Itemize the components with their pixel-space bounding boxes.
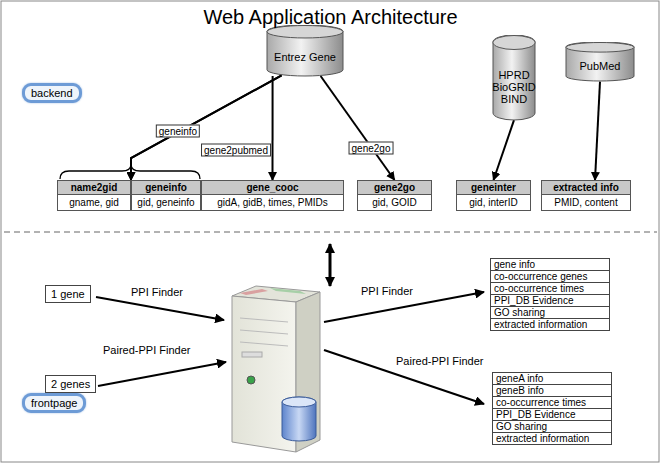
connector-arrow (131, 75, 282, 180)
cylinder-body (566, 42, 634, 81)
edge-label: gene2go (349, 142, 394, 155)
table-box: gene_coocgidA, gidB, times, PMIDs (201, 180, 344, 211)
database-name: PubMed (565, 60, 635, 72)
server-slot (240, 330, 288, 334)
result-field: co-occurrence genes (491, 271, 609, 283)
server-icon (232, 286, 320, 452)
result-field: gene info (491, 259, 609, 271)
flow-label: PPI Finder (130, 286, 184, 298)
connector-arrow (494, 120, 515, 180)
result-field: co-occurrence times (491, 283, 609, 295)
cylinder-top (566, 43, 634, 53)
database-cylinder: Entrez Gene (266, 25, 344, 77)
result-field: PPI_DB Evidence (493, 409, 611, 421)
section-tag: backend (22, 83, 82, 103)
database-name: HPRD BioGRID BIND (492, 69, 535, 105)
table-fields: gname, gid (58, 195, 130, 210)
server-led (247, 376, 255, 384)
section-tag: frontpage (22, 393, 86, 413)
diagram-title: Web Application Architecture (0, 6, 661, 29)
cylinder-top (493, 36, 535, 50)
result-list: gene infoco-occurrence genesco-occurrenc… (490, 258, 610, 331)
result-field: co-occurrence times (493, 397, 611, 409)
input-label: 2 genes (51, 378, 90, 390)
flow-arrow (324, 350, 484, 404)
section-label: frontpage (31, 397, 77, 409)
table-box: geneintergid, interID (456, 180, 531, 211)
database-icon (282, 397, 316, 441)
result-field: extracted information (491, 319, 609, 330)
cylinder-body (493, 35, 535, 120)
table-box: name2gidgname, gid (57, 180, 131, 211)
flow-label: Paired-PPI Finder (102, 344, 191, 356)
double-arrow (329, 244, 332, 286)
table-fields: gid, interID (457, 195, 530, 210)
result-list: geneA infogeneB infoco-occurrence timesP… (492, 372, 612, 445)
server-slot (240, 342, 288, 346)
flow-label: PPI Finder (360, 285, 414, 297)
input-box: 1 gene (45, 285, 91, 303)
server-stripe (270, 288, 306, 294)
database-name: Entrez Gene (266, 51, 344, 63)
database-cylinder: HPRD BioGRID BIND (492, 35, 536, 121)
result-field: GO sharing (491, 307, 609, 319)
input-label: 1 gene (51, 288, 85, 300)
table-name: gene2go (358, 181, 431, 195)
table-name: extracted info (542, 181, 630, 195)
edge-label: gene2pubmed (201, 144, 271, 157)
result-field: geneA info (493, 373, 611, 385)
table-fields: PMID, content (542, 195, 630, 210)
connector-arrow (321, 76, 395, 180)
result-field: GO sharing (493, 421, 611, 433)
divider (4, 231, 657, 233)
table-box: geneinfogid, geneinfo (131, 180, 201, 211)
table-box: extracted infoPMID, content (541, 180, 631, 211)
connector-arrow (595, 82, 600, 180)
edge-label: geneinfo (156, 125, 200, 138)
table-name: name2gid (58, 181, 130, 195)
cylinder-body (267, 25, 343, 76)
table-fields: gid, GOID (358, 195, 431, 210)
table-name: geneinfo (132, 181, 200, 195)
flow-label: Paired-PPI Finder (395, 355, 484, 367)
table-box: gene2gogid, GOID (357, 180, 432, 211)
table-name: geneinter (457, 181, 530, 195)
result-field: extracted information (493, 433, 611, 444)
server-stripe (240, 289, 268, 295)
database-top (282, 397, 316, 407)
section-label: backend (31, 87, 73, 99)
flow-arrow (98, 362, 226, 386)
result-field: PPI_DB Evidence (491, 295, 609, 307)
connector-arrow (272, 76, 274, 180)
table-fields: gidA, gidB, times, PMIDs (202, 195, 343, 210)
server-drive (242, 352, 262, 357)
input-box: 2 genes (45, 375, 96, 393)
table-fields: gid, geneinfo (132, 195, 200, 210)
table-name: gene_cooc (202, 181, 343, 195)
flow-arrow (96, 297, 224, 320)
connector-arrow (131, 75, 282, 180)
server-slot (240, 318, 288, 322)
result-field: geneB info (493, 385, 611, 397)
database-cylinder: PubMed (565, 42, 635, 82)
